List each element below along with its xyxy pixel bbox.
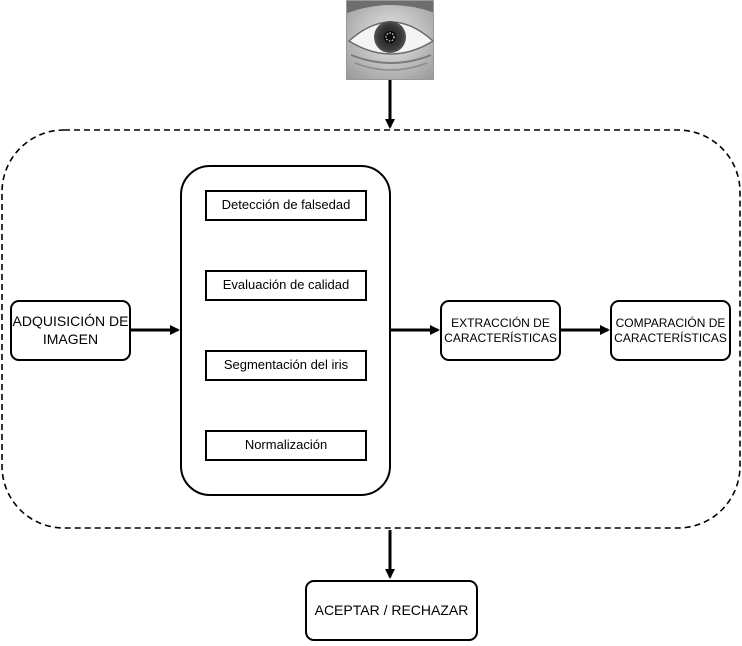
node-decision: ACEPTAR / RECHAZAR bbox=[305, 580, 478, 641]
node-decision-label: ACEPTAR / RECHAZAR bbox=[314, 601, 469, 618]
node-iris-segmentation: Segmentación del iris bbox=[205, 350, 367, 381]
node-spoof-detection-label: Detección de falsedad bbox=[221, 197, 351, 213]
node-feature-extraction-label: EXTRACCIÓN DE CARACTERÍSTICAS bbox=[444, 315, 557, 345]
node-spoof-detection: Detección de falsedad bbox=[205, 190, 367, 221]
node-quality-assessment-label: Evaluación de calidad bbox=[222, 277, 350, 293]
eye-photo-icon bbox=[346, 0, 434, 80]
node-feature-extraction: EXTRACCIÓN DE CARACTERÍSTICAS bbox=[440, 300, 561, 361]
node-feature-comparison-label: COMPARACIÓN DE CARACTERÍSTICAS bbox=[614, 315, 727, 345]
node-normalization-label: Normalización bbox=[244, 437, 328, 453]
node-acquisition-label: ADQUISICIÓN DE IMAGEN bbox=[12, 313, 129, 347]
node-normalization: Normalización bbox=[205, 430, 367, 461]
node-acquisition: ADQUISICIÓN DE IMAGEN bbox=[10, 300, 131, 361]
system-boundary bbox=[1, 129, 741, 529]
node-quality-assessment: Evaluación de calidad bbox=[205, 270, 367, 301]
node-iris-segmentation-label: Segmentación del iris bbox=[223, 357, 349, 373]
node-feature-comparison: COMPARACIÓN DE CARACTERÍSTICAS bbox=[610, 300, 731, 361]
